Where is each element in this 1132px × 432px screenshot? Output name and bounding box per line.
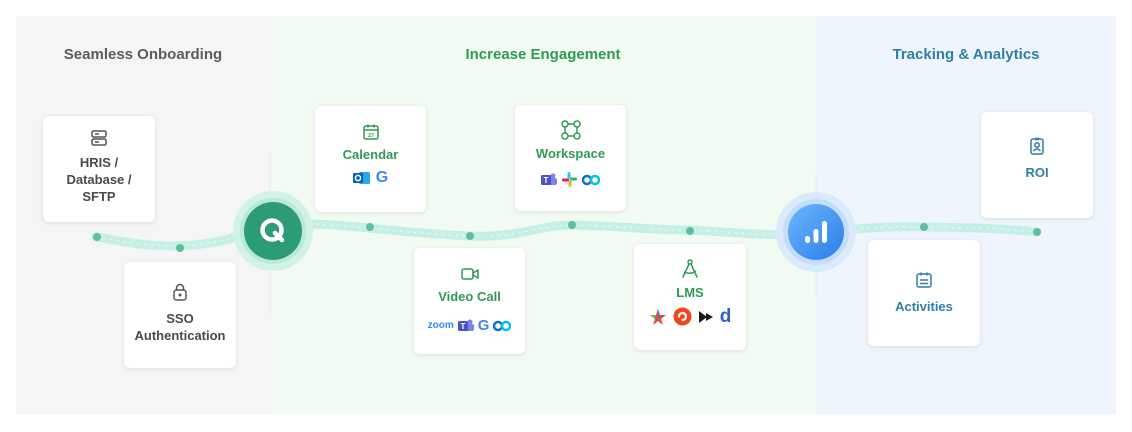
google-logo: G	[477, 317, 490, 334]
webex-logo	[493, 320, 512, 331]
q-logo-icon	[260, 218, 285, 243]
roi-label: ROI	[1025, 165, 1049, 180]
calendar-card: 27 Calendar G	[315, 106, 426, 212]
arrow-logo	[698, 310, 713, 323]
analytics-logo	[788, 204, 844, 260]
lms-logos: d	[634, 307, 746, 326]
video-camera-icon	[460, 268, 479, 280]
lock-icon	[173, 283, 187, 301]
sso-label: SSO Authentication	[134, 311, 226, 343]
teams-logo: T	[457, 319, 474, 331]
lms-label: LMS	[676, 285, 704, 300]
calendar-icon: 27	[362, 124, 379, 140]
bar-chart-icon	[805, 221, 827, 243]
cornerstone-logo	[649, 308, 666, 325]
compass-icon	[682, 259, 698, 278]
calendar-list-icon	[916, 272, 932, 288]
path-dots	[93, 221, 1041, 252]
workspace-card: Workspace T	[515, 105, 626, 211]
hris-card: HRIS / Database / SFTP	[43, 116, 155, 222]
onboarding-title: Seamless Onboarding	[63, 46, 223, 63]
webex-logo	[582, 174, 600, 185]
id-badge-icon	[1030, 137, 1044, 155]
red-circle-logo	[673, 307, 692, 326]
engagement-title: Increase Engagement	[465, 46, 621, 63]
lms-card: LMS d	[634, 244, 746, 350]
hris-label: HRIS / Database / SFTP	[66, 155, 132, 204]
q-logo	[244, 202, 302, 260]
teams-logo: T	[541, 173, 557, 185]
outlook-logo	[352, 172, 370, 184]
roi-card: ROI	[981, 112, 1093, 218]
sso-card: SSO Authentication	[124, 262, 236, 368]
activities-card: Activities	[868, 240, 980, 346]
zoom-logo: zoom	[427, 320, 454, 331]
video-logos: zoom T G	[414, 317, 525, 334]
tracking-title: Tracking & Analytics	[892, 46, 1040, 63]
d-logo: d	[719, 305, 732, 327]
workspace-label: Workspace	[535, 146, 606, 161]
slack-logo	[562, 172, 577, 187]
svg-text:27: 27	[367, 133, 373, 139]
calendar-label: Calendar	[342, 147, 399, 162]
svg-text:T: T	[544, 176, 549, 185]
activities-label: Activities	[895, 299, 953, 314]
google-logo: G	[375, 169, 389, 186]
video-call-label: Video Call	[438, 289, 501, 304]
server-icon	[91, 130, 107, 146]
workspace-logos: T	[515, 172, 626, 187]
nodes-icon	[560, 120, 581, 140]
calendar-logos: G	[315, 169, 426, 187]
svg-text:T: T	[460, 322, 465, 331]
video-call-card: Video Call zoom T G	[414, 248, 525, 354]
